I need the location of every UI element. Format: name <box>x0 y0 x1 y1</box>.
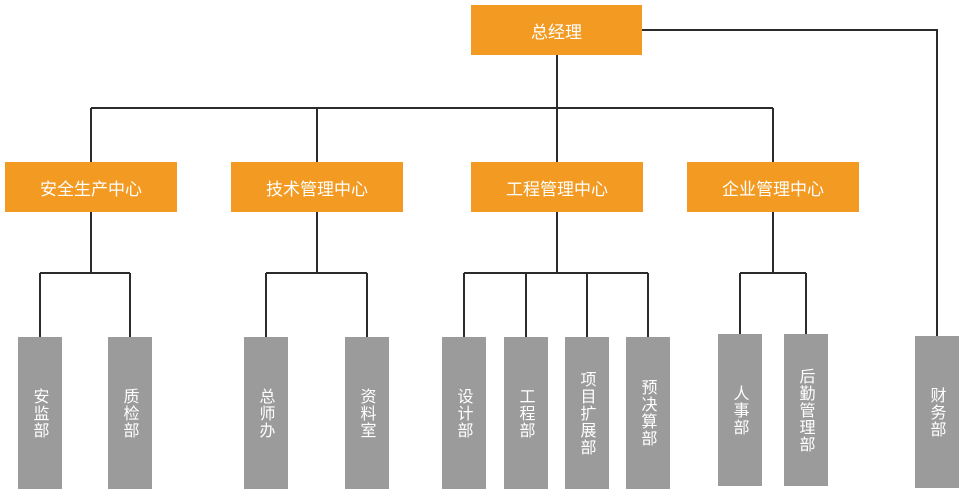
department-label: 设计部 <box>454 387 474 439</box>
department-box: 设计部 <box>442 337 486 489</box>
center-box-engineering-management: 工程管理中心 <box>471 162 643 212</box>
center-label: 工程管理中心 <box>506 179 608 200</box>
department-label: 人事部 <box>730 384 750 436</box>
center-label: 企业管理中心 <box>722 179 824 200</box>
department-box: 工程部 <box>504 337 548 489</box>
department-label: 安监部 <box>30 387 50 439</box>
center-box-enterprise-management: 企业管理中心 <box>687 162 859 212</box>
connector-root-to-finance <box>642 29 938 336</box>
root-box: 总经理 <box>471 5 642 55</box>
department-box: 项目扩展部 <box>565 337 609 489</box>
department-label: 项目扩展部 <box>577 370 597 456</box>
center-box-safety-production: 安全生产中心 <box>5 162 177 212</box>
department-box: 资料室 <box>345 337 389 489</box>
department-box-finance: 财务部 <box>915 336 959 488</box>
department-label: 总师办 <box>256 387 276 439</box>
department-label: 预决算部 <box>638 379 658 447</box>
department-box: 总师办 <box>244 337 288 489</box>
department-box: 预决算部 <box>626 337 670 489</box>
center-label: 安全生产中心 <box>40 179 142 200</box>
department-box: 人事部 <box>718 334 762 486</box>
department-label: 财务部 <box>927 386 947 438</box>
department-label: 质检部 <box>120 387 140 439</box>
center-box-technical-management: 技术管理中心 <box>231 162 403 212</box>
department-box: 后勤管理部 <box>784 334 828 486</box>
department-label: 后勤管理部 <box>796 367 816 453</box>
department-box: 质检部 <box>108 337 152 489</box>
root-label: 总经理 <box>531 22 582 43</box>
department-label: 工程部 <box>516 387 536 439</box>
department-label: 资料室 <box>357 387 377 439</box>
center-label: 技术管理中心 <box>266 179 368 200</box>
department-box: 安监部 <box>18 337 62 489</box>
